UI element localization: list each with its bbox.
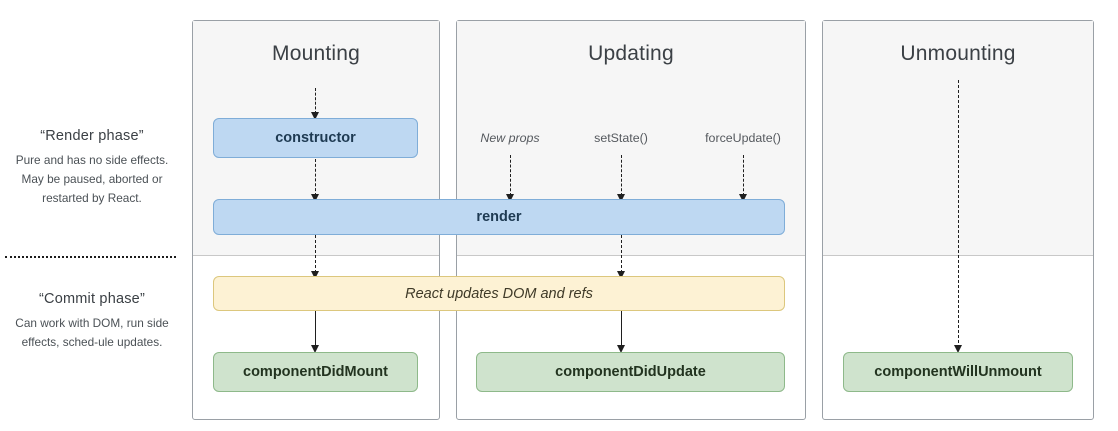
arrowhead-force-update-to-render bbox=[739, 194, 747, 202]
phase-divider bbox=[5, 256, 176, 258]
phase-description-render: Pure and has no side effects. May be pau… bbox=[15, 153, 169, 206]
column-title-mounting: Mounting bbox=[272, 42, 360, 65]
phase-legend-render: “Render phase” Pure and has no side effe… bbox=[4, 128, 180, 208]
arrowhead-constructor-to-render bbox=[311, 194, 319, 202]
trigger-label-force-update: forceUpdate() bbox=[705, 131, 781, 145]
arrowhead-unmounting-to-will-unmount bbox=[954, 345, 962, 353]
arrowhead-commit-to-did-update bbox=[617, 345, 625, 353]
arrowhead-commit-to-did-mount bbox=[311, 345, 319, 353]
connector-commit-to-did-mount bbox=[315, 311, 316, 348]
lifecycle-box-component-did-update[interactable]: componentDidUpdate bbox=[476, 352, 785, 392]
lifecycle-box-render[interactable]: render bbox=[213, 199, 785, 235]
connector-unmounting-to-will-unmount bbox=[958, 80, 959, 348]
arrowhead-new-props-to-render bbox=[506, 194, 514, 202]
phase-legend-commit: “Commit phase” Can work with DOM, run si… bbox=[4, 291, 180, 352]
connector-constructor-to-render bbox=[315, 159, 316, 196]
phase-title-commit: “Commit phase” bbox=[39, 291, 145, 307]
column-unmounting bbox=[822, 20, 1094, 420]
connector-render-to-commit-updating bbox=[621, 235, 622, 273]
column-title-unmounting: Unmounting bbox=[900, 42, 1016, 65]
connector-new-props-to-render bbox=[510, 155, 511, 196]
lifecycle-box-component-will-unmount[interactable]: componentWillUnmount bbox=[843, 352, 1073, 392]
trigger-label-new-props: New props bbox=[480, 131, 540, 145]
connector-set-state-to-render bbox=[621, 155, 622, 196]
connector-commit-to-did-update bbox=[621, 311, 622, 348]
arrowhead-mounting-to-constructor bbox=[311, 112, 319, 120]
arrowhead-render-to-commit-mounting bbox=[311, 271, 319, 279]
trigger-label-set-state: setState() bbox=[594, 131, 648, 145]
connector-force-update-to-render bbox=[743, 155, 744, 196]
lifecycle-box-component-did-mount[interactable]: componentDidMount bbox=[213, 352, 418, 392]
column-title-updating: Updating bbox=[588, 42, 674, 65]
phase-title-render: “Render phase” bbox=[40, 128, 144, 144]
phase-description-commit: Can work with DOM, run side effects, sch… bbox=[15, 316, 169, 350]
connector-mounting-to-constructor bbox=[315, 88, 316, 114]
arrowhead-set-state-to-render bbox=[617, 194, 625, 202]
lifecycle-box-constructor[interactable]: constructor bbox=[213, 118, 418, 158]
arrowhead-render-to-commit-updating bbox=[617, 271, 625, 279]
connector-render-to-commit-mounting bbox=[315, 235, 316, 273]
lifecycle-box-react-updates-dom[interactable]: React updates DOM and refs bbox=[213, 276, 785, 311]
